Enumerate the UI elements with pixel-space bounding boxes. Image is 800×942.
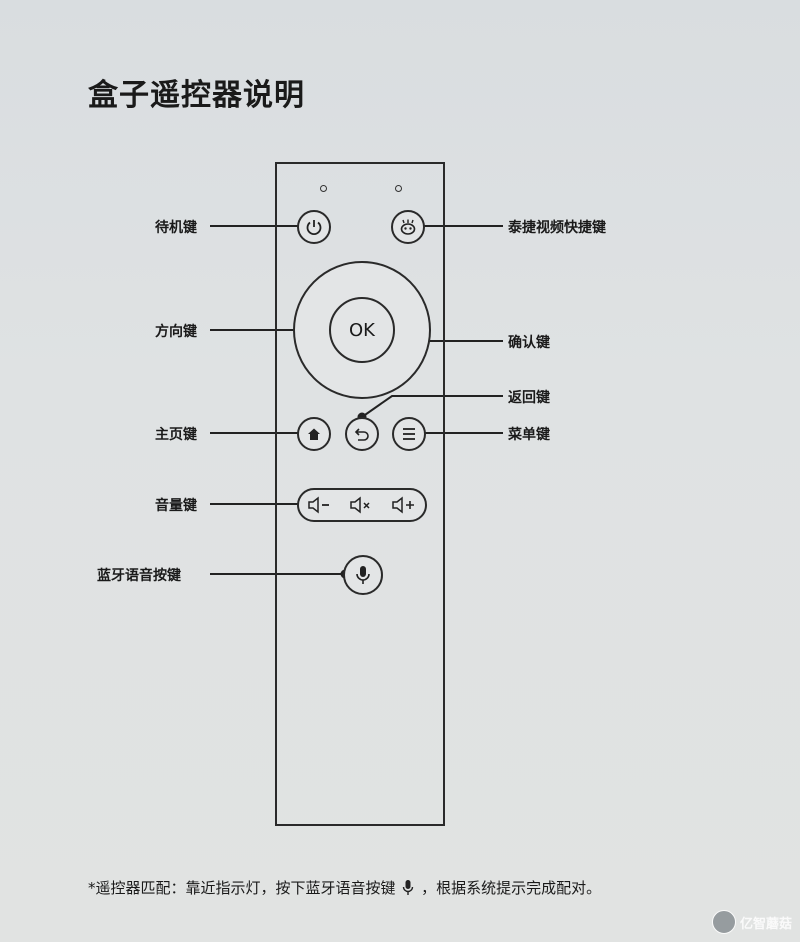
menu-icon xyxy=(403,428,415,440)
power-icon xyxy=(306,220,322,236)
watermark-logo xyxy=(711,910,736,934)
indicator-led-right xyxy=(395,185,402,192)
direction-pad[interactable]: OK xyxy=(293,261,431,399)
shortcut-button[interactable] xyxy=(391,210,425,244)
label-home: 主页键 xyxy=(155,427,197,443)
microphone-icon xyxy=(403,880,414,895)
label-direction: 方向键 xyxy=(155,324,197,340)
label-volume: 音量键 xyxy=(155,498,197,514)
pairing-note: *遥控器匹配：靠近指示灯，按下蓝牙语音按键 ，根据系统提示完成配对。 xyxy=(88,877,601,898)
voice-button[interactable] xyxy=(343,555,383,595)
microphone-icon xyxy=(356,566,370,584)
label-shortcut: 泰捷视频快捷键 xyxy=(508,220,606,236)
watermark: 亿智蘑菇 xyxy=(711,910,792,934)
pairing-note-text: *遥控器匹配：靠近指示灯，按下蓝牙语音按键 xyxy=(88,879,396,897)
mute-icon[interactable] xyxy=(349,496,375,514)
watermark-text: 亿智蘑菇 xyxy=(739,916,792,932)
label-menu: 菜单键 xyxy=(508,427,550,443)
pairing-note-text-end: ，根据系统提示完成配对。 xyxy=(421,879,602,897)
mascot-icon xyxy=(400,219,416,235)
page-title: 盒子遥控器说明 xyxy=(88,78,305,113)
back-icon xyxy=(354,428,369,441)
home-icon xyxy=(308,428,320,440)
home-button[interactable] xyxy=(297,417,331,451)
ok-button[interactable]: OK xyxy=(329,297,395,363)
label-power: 待机键 xyxy=(155,220,197,236)
remote-outline: OK xyxy=(275,162,445,826)
label-voice: 蓝牙语音按键 xyxy=(97,568,181,584)
ok-button-label: OK xyxy=(349,319,375,341)
back-button[interactable] xyxy=(345,417,379,451)
label-back: 返回键 xyxy=(508,390,550,406)
indicator-led-left xyxy=(320,185,327,192)
volume-up-icon[interactable] xyxy=(391,496,417,514)
volume-bar xyxy=(297,488,427,522)
volume-down-icon[interactable] xyxy=(307,496,333,514)
menu-button[interactable] xyxy=(392,417,426,451)
power-button[interactable] xyxy=(297,210,331,244)
label-ok: 确认键 xyxy=(508,335,550,351)
